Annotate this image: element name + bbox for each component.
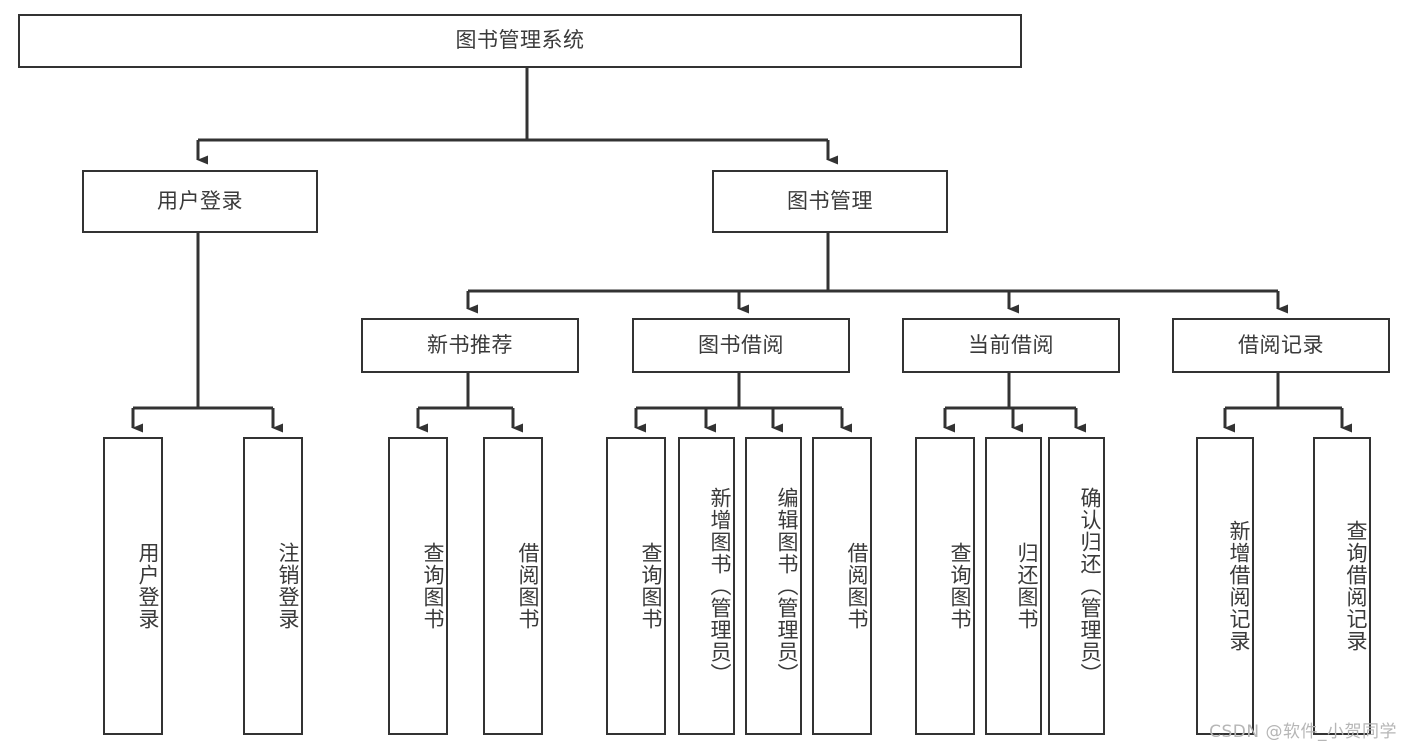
node-book-manage-label: 图书管理 [787, 188, 873, 213]
node-leaf-confirm-return[interactable]: 确认归还（管理员） [1048, 437, 1105, 735]
node-current-borrow[interactable]: 当前借阅 [902, 318, 1120, 373]
node-leaf-query-record[interactable]: 查询借阅记录 [1313, 437, 1371, 735]
node-leaf-add-record-label: 新增借阅记录 [1227, 520, 1251, 652]
node-leaf-return-book[interactable]: 归还图书 [985, 437, 1042, 735]
node-leaf-edit-book[interactable]: 编辑图书（管理员） [745, 437, 802, 735]
node-book-borrow-label: 图书借阅 [698, 332, 784, 357]
node-leaf-query-book-3-label: 查询图书 [948, 542, 972, 630]
node-leaf-query-record-label: 查询借阅记录 [1344, 520, 1368, 652]
node-user-login[interactable]: 用户登录 [82, 170, 318, 233]
node-leaf-add-book-label: 新增图书（管理员） [708, 487, 732, 685]
node-borrow-record[interactable]: 借阅记录 [1172, 318, 1390, 373]
node-leaf-query-book-1-label: 查询图书 [421, 542, 445, 630]
node-leaf-user-login[interactable]: 用户登录 [103, 437, 163, 735]
node-borrow-record-label: 借阅记录 [1238, 332, 1324, 357]
node-leaf-borrow-book-2[interactable]: 借阅图书 [812, 437, 872, 735]
node-root-label: 图书管理系统 [455, 28, 585, 53]
node-leaf-query-book-2[interactable]: 查询图书 [606, 437, 666, 735]
node-leaf-user-logout-label: 注销登录 [276, 542, 300, 630]
node-leaf-add-book[interactable]: 新增图书（管理员） [678, 437, 735, 735]
node-leaf-query-book-3[interactable]: 查询图书 [915, 437, 975, 735]
node-leaf-edit-book-label: 编辑图书（管理员） [775, 487, 799, 685]
node-leaf-borrow-book-1-label: 借阅图书 [516, 542, 540, 630]
node-leaf-return-book-label: 归还图书 [1015, 542, 1039, 630]
node-leaf-user-login-label: 用户登录 [136, 542, 160, 630]
node-leaf-borrow-book-2-label: 借阅图书 [845, 542, 869, 630]
node-leaf-query-book-2-label: 查询图书 [639, 542, 663, 630]
node-new-book-rec[interactable]: 新书推荐 [361, 318, 579, 373]
node-root[interactable]: 图书管理系统 [18, 14, 1022, 68]
watermark-text: CSDN @软件_小贺同学 [1209, 722, 1397, 742]
node-leaf-query-book-1[interactable]: 查询图书 [388, 437, 448, 735]
node-book-manage[interactable]: 图书管理 [712, 170, 948, 233]
node-current-borrow-label: 当前借阅 [968, 332, 1054, 357]
node-book-borrow[interactable]: 图书借阅 [632, 318, 850, 373]
node-leaf-add-record[interactable]: 新增借阅记录 [1196, 437, 1254, 735]
node-leaf-user-logout[interactable]: 注销登录 [243, 437, 303, 735]
node-new-book-rec-label: 新书推荐 [427, 332, 513, 357]
node-user-login-label: 用户登录 [157, 188, 243, 213]
node-leaf-borrow-book-1[interactable]: 借阅图书 [483, 437, 543, 735]
node-leaf-confirm-return-label: 确认归还（管理员） [1078, 487, 1102, 685]
